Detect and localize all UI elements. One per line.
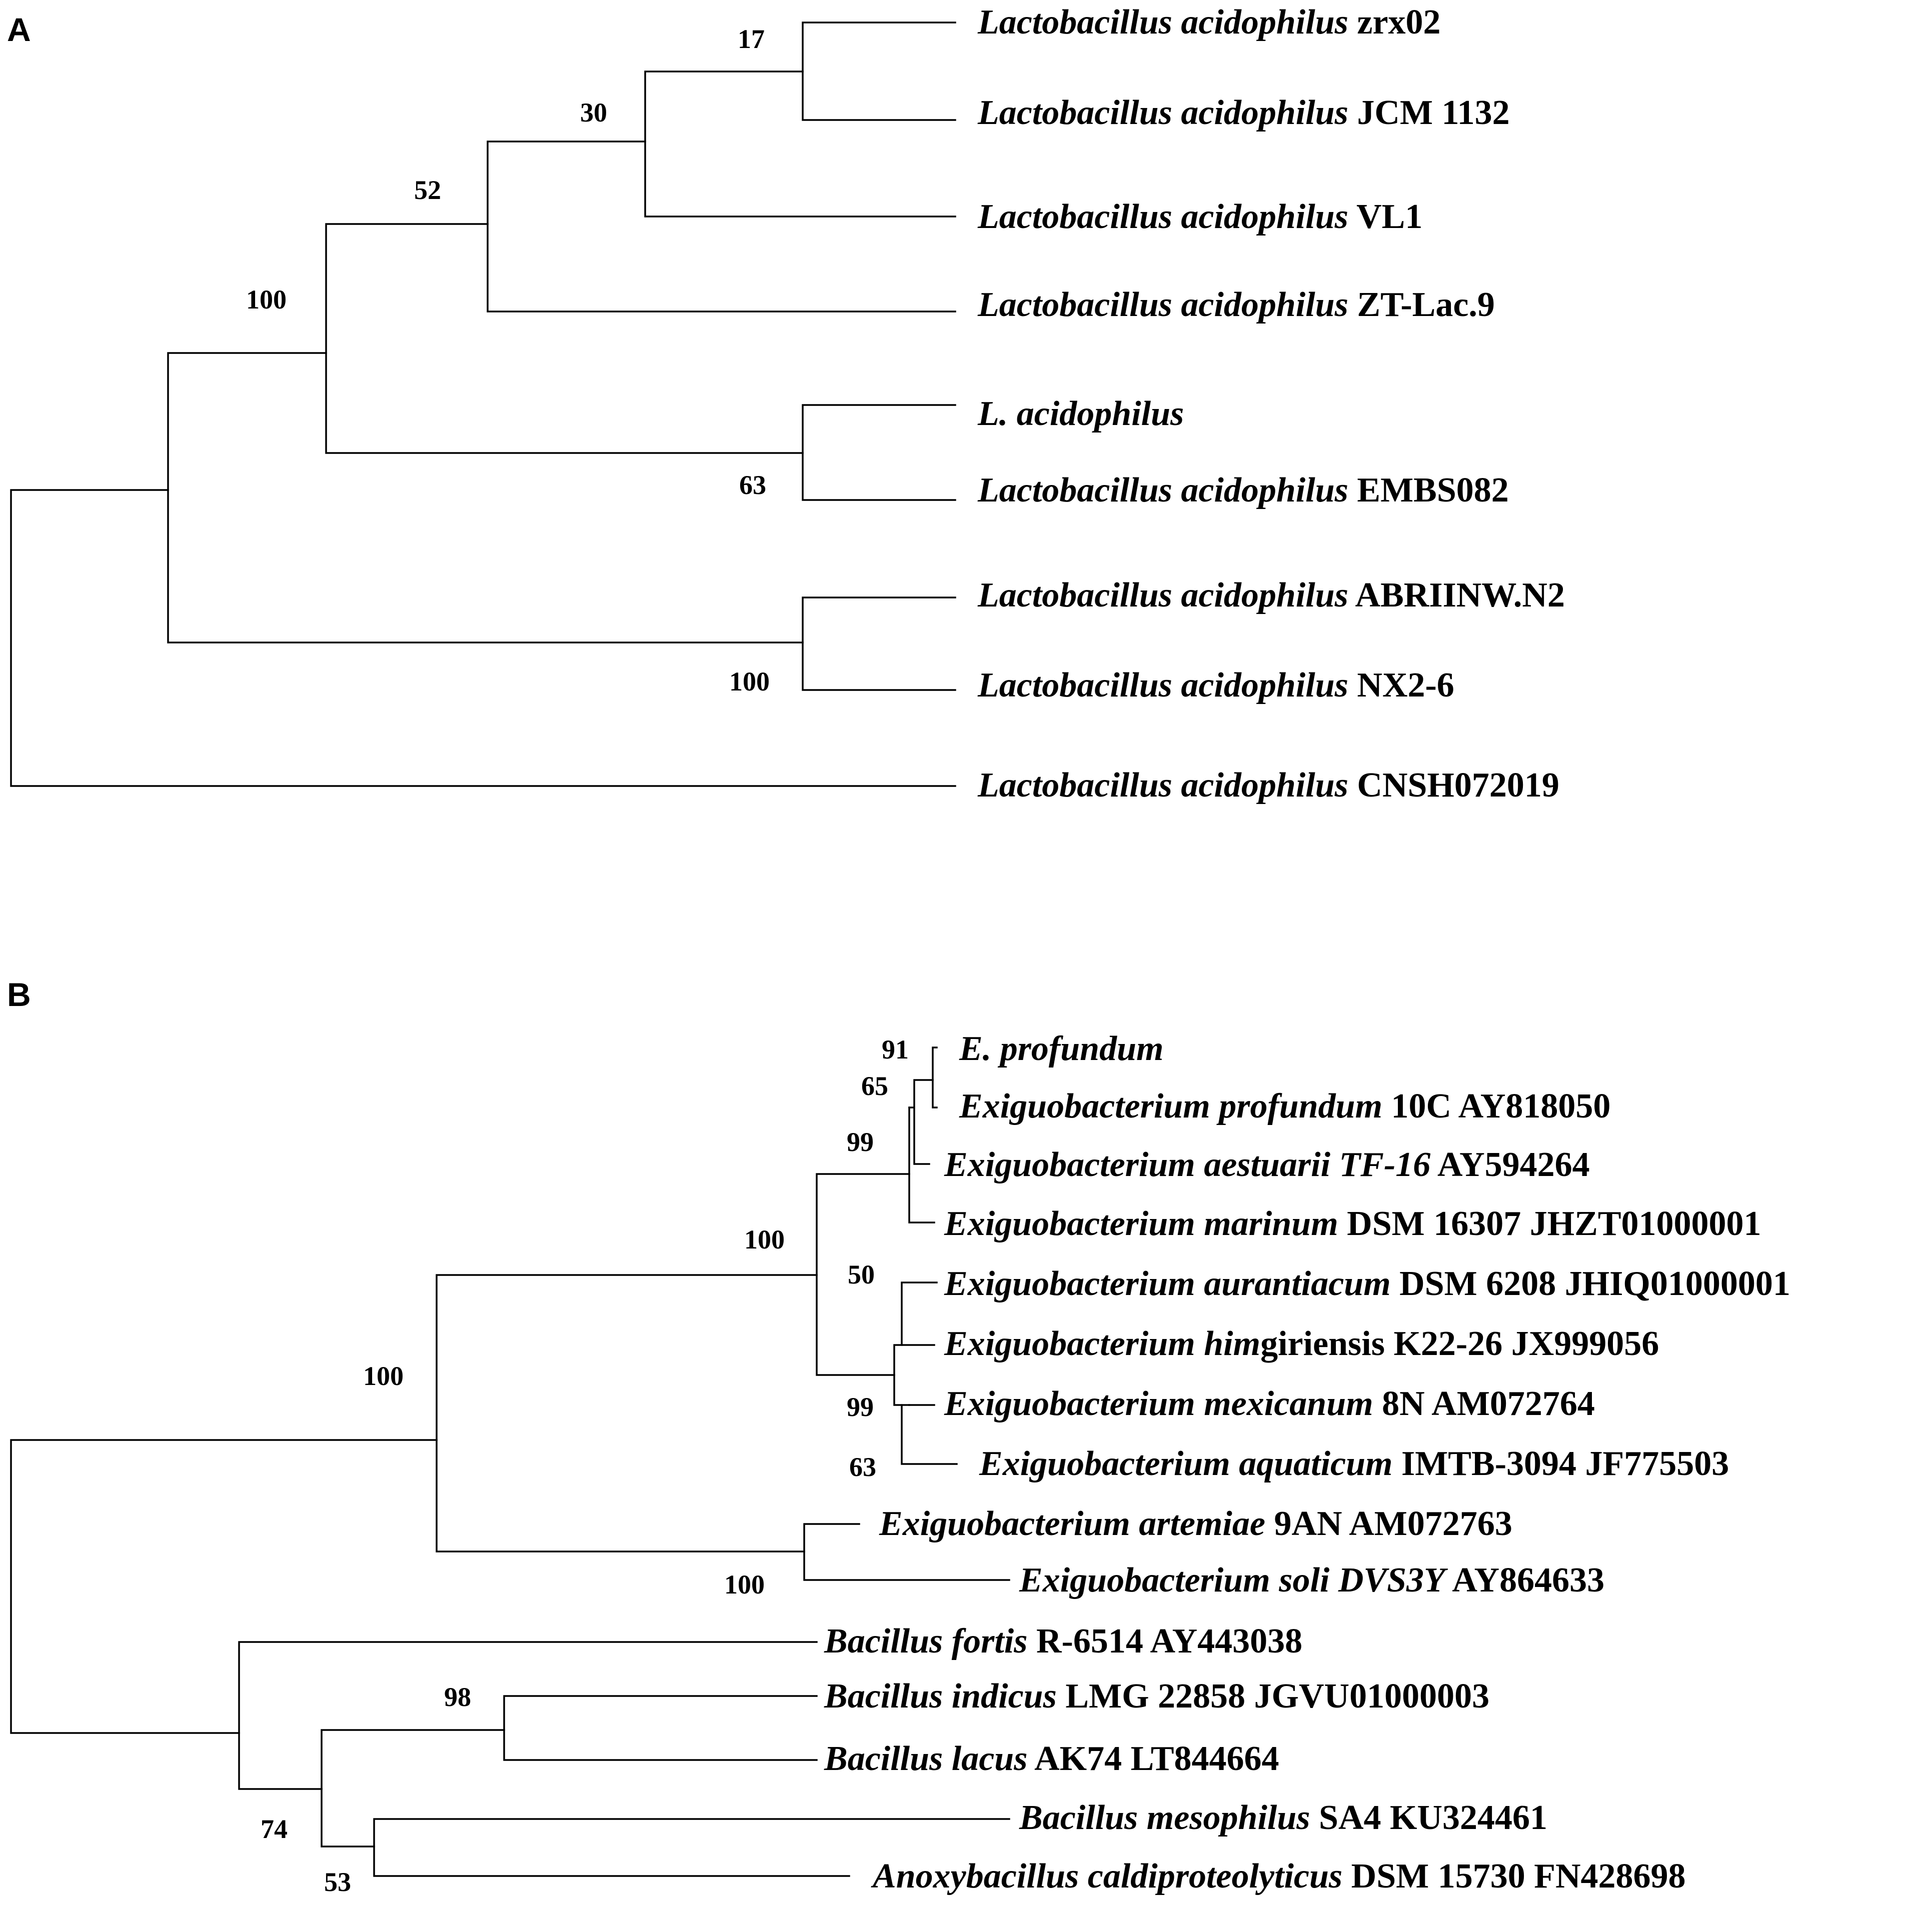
panel-b-node-91 (932, 1046, 938, 1108)
panel-a-node-30 (644, 70, 956, 218)
panel-a-node-100-top (167, 352, 804, 644)
bootstrap-label: 52 (414, 175, 441, 205)
panel-b-node-63 (901, 1404, 958, 1465)
taxon-label: Exiguobacterium aurantiacum DSM 6208 JHI… (944, 1264, 1790, 1303)
panel-b: B 91 65 (7, 976, 1790, 1897)
panel-b-branches (10, 1046, 1010, 1877)
taxon-label: Lactobacillus acidophilus JCM 1132 (977, 94, 1510, 132)
bootstrap-label: 17 (738, 24, 765, 54)
bootstrap-label: 30 (580, 98, 607, 128)
taxon-label: Lactobacillus acidophilus NX2-6 (977, 666, 1454, 704)
taxon-label: Lactobacillus acidophilus ABRIINW.N2 (977, 576, 1565, 614)
panel-b-taxa: E. profundum Exiguobacterium profundum 1… (824, 1030, 1790, 1896)
taxon-label: Lactobacillus acidophilus EMBS082 (977, 471, 1509, 510)
taxon-label: Exiguobacterium aestuarii TF-16 AY594264 (944, 1146, 1590, 1184)
taxon-label: L. acidophilus (977, 394, 1184, 433)
panel-b-node-53 (373, 1818, 1010, 1877)
taxon-label: Exiguobacterium aquaticum IMTB-3094 JF77… (979, 1444, 1729, 1483)
taxon-label: Lactobacillus acidophilus VL1 (977, 198, 1422, 236)
panel-a-node-63 (802, 404, 956, 501)
bootstrap-label: 91 (882, 1034, 909, 1064)
taxon-label: Bacillus mesophilus SA4 KU324461 (1019, 1798, 1547, 1837)
taxon-label: Lactobacillus acidophilus ZT-Lac.9 (977, 286, 1495, 324)
panel-b-bacillus-clade (238, 1641, 818, 1790)
taxon-label: Exiguobacterium artemiae 9AN AM072763 (879, 1504, 1512, 1543)
bootstrap-label: 63 (739, 470, 766, 500)
panel-a: A 17 30 52 100 63 100 (7, 3, 1565, 804)
taxon-label: Lactobacillus acidophilus CNSH072019 (977, 766, 1559, 804)
panel-b-node-50 (901, 1282, 938, 1346)
taxon-label: Exiguobacterium soli DVS3Y AY864633 (1019, 1561, 1604, 1600)
panel-b-root-branch (10, 1439, 438, 1734)
panel-b-node-65 (908, 1079, 934, 1165)
panel-a-branches (10, 22, 956, 787)
panel-a-taxa: Lactobacillus acidophilus zrx02 Lactobac… (977, 3, 1565, 804)
bootstrap-label: 100 (744, 1224, 785, 1254)
bootstrap-label: 99 (847, 1392, 874, 1422)
bootstrap-label: 100 (363, 1361, 404, 1391)
panel-b-letter: B (7, 976, 31, 1013)
taxon-label: Bacillus lacus AK74 LT844664 (824, 1740, 1279, 1778)
taxon-label: Exiguobacterium himgiriensis K22-26 JX99… (944, 1324, 1659, 1363)
bootstrap-label: 100 (246, 284, 287, 314)
panel-a-root-branch (10, 489, 956, 787)
taxon-label: Exiguobacterium mexicanum 8N AM072764 (944, 1384, 1595, 1423)
panel-b-node-100-exiguo (436, 1274, 818, 1552)
bootstrap-label: 65 (861, 1071, 888, 1101)
panel-a-bootstrap-labels: 17 30 52 100 63 100 (246, 24, 770, 696)
taxon-label: Exiguobacterium marinum DSM 16307 JHZT01… (944, 1204, 1761, 1243)
bootstrap-label: 53 (324, 1867, 351, 1897)
taxon-label: Bacillus indicus LMG 22858 JGVU01000003 (824, 1677, 1489, 1716)
panel-a-node-17 (802, 22, 956, 121)
panel-b-node-100 (816, 1173, 910, 1376)
taxon-label: E. profundum (959, 1030, 1163, 1068)
taxon-label: Exiguobacterium profundum 10C AY818050 (959, 1087, 1610, 1126)
panel-b-node-100-lower (803, 1523, 1010, 1581)
bootstrap-label: 100 (729, 666, 770, 696)
bootstrap-label: 100 (724, 1570, 765, 1600)
bootstrap-label: 98 (444, 1682, 471, 1712)
panel-b-bootstrap-labels: 91 65 99 100 50 99 63 100 100 98 74 53 (261, 1034, 909, 1897)
taxon-label: Anoxybacillus caldiproteolyticus DSM 157… (871, 1857, 1686, 1896)
taxon-label: Bacillus fortis R-6514 AY443038 (824, 1622, 1302, 1660)
panel-b-node-98 (503, 1695, 818, 1761)
panel-a-letter: A (7, 11, 31, 48)
taxon-label: Lactobacillus acidophilus zrx02 (977, 3, 1441, 42)
panel-b-node-74 (321, 1729, 505, 1848)
panel-b-node-99 (908, 1106, 935, 1224)
panel-a-node-100-lower (802, 596, 956, 691)
bootstrap-label: 50 (848, 1260, 875, 1290)
bootstrap-label: 63 (849, 1452, 876, 1482)
bootstrap-label: 99 (847, 1127, 874, 1157)
bootstrap-label: 74 (261, 1814, 288, 1844)
panel-b-node-99-lower (893, 1344, 903, 1406)
panel-a-node-100 (325, 223, 804, 454)
panel-a-node-52 (487, 140, 956, 312)
